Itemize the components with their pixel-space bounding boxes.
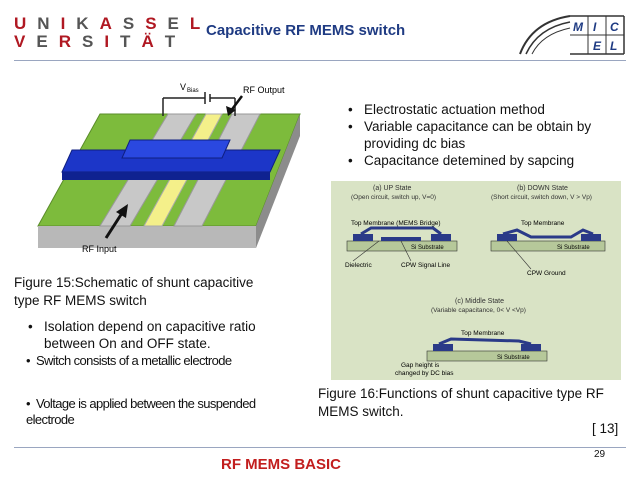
si-substrate-label: Si Substrate: [411, 245, 444, 251]
bullet-isolation: Isolation depend on capacitive ratiobetw…: [26, 318, 316, 352]
university-logo-line2: VERSITÄT: [14, 32, 187, 51]
slide-title: Capacitive RF MEMS switch: [206, 22, 406, 39]
up-state-title: (a) UP State: [373, 185, 411, 192]
down-state-title: (b) DOWN State: [517, 185, 568, 192]
bullet-voltage: •Voltage is applied between the suspende…: [26, 396, 256, 427]
middle-state-title: (c) Middle State: [455, 298, 504, 305]
rf-output-label: RF Output: [243, 85, 285, 95]
micel-logo: M I C E L: [519, 15, 625, 55]
university-logo-line1: UNIKASSEL: [14, 14, 212, 33]
cpw-ground-label: CPW Ground: [527, 270, 566, 277]
bullet-variable-capacitance: Variable capacitance can be obtain bypro…: [346, 118, 626, 152]
bullet-switch: •Switch consists of a metallic electrode: [26, 353, 232, 368]
right-bullet-list: Electrostatic actuation method Variable …: [346, 101, 626, 169]
reference-label: [ 13]: [592, 421, 619, 436]
cpw-signal-label: CPW Signal Line: [401, 262, 451, 269]
figure2-caption: Figure 16:Functions of shunt capacitive …: [318, 386, 604, 419]
figure1-caption: Figure 15:Schematic of shunt capacitive …: [14, 275, 254, 308]
top-membrane-label: Top Membrane: [521, 220, 565, 227]
micel-letter: C: [610, 20, 619, 34]
rf-input-label: RF Input: [82, 244, 117, 254]
vbias-label: V: [180, 82, 186, 92]
gap-label-line1: Gap height is: [401, 362, 440, 369]
top-membrane-bridge-label: Top Membrane (MEMS Bridge): [351, 220, 441, 227]
micel-letter: M: [573, 20, 584, 34]
bullet-capacitance-spacing: Capacitance detemined by sapcing: [346, 152, 626, 169]
footer-divider: [14, 447, 626, 448]
si-substrate-label: Si Substrate: [497, 355, 530, 361]
micel-letter: E: [593, 39, 602, 53]
si-substrate-label: Si Substrate: [557, 245, 590, 251]
vbias-subscript: Bias: [187, 88, 199, 94]
micel-letter: L: [610, 39, 617, 53]
left-bullet-list: Isolation depend on capacitive ratiobetw…: [26, 318, 316, 352]
figure2-states: (a) UP State (Open circuit, switch up, V…: [331, 181, 621, 380]
micel-letter: I: [593, 20, 597, 34]
top-membrane-middle-label: Top Membrane: [461, 330, 505, 337]
bullet-actuation: Electrostatic actuation method: [346, 101, 626, 118]
down-state-subtitle: (Short circuit, switch down, V > Vp): [491, 194, 592, 201]
middle-state-subtitle: (Variable capacitance, 0< V <Vp): [431, 307, 526, 314]
figure1-schematic: V Bias RF Output RF Input: [37, 82, 301, 254]
gap-label-line2: changed by DC bias: [395, 370, 454, 377]
page-number: 29: [594, 449, 606, 460]
header-divider: [14, 60, 626, 61]
up-state-subtitle: (Open circuit, switch up, V=0): [351, 194, 436, 201]
footer-title: RF MEMS BASIC: [221, 456, 341, 473]
dielectric-label: Dielectric: [345, 262, 372, 269]
